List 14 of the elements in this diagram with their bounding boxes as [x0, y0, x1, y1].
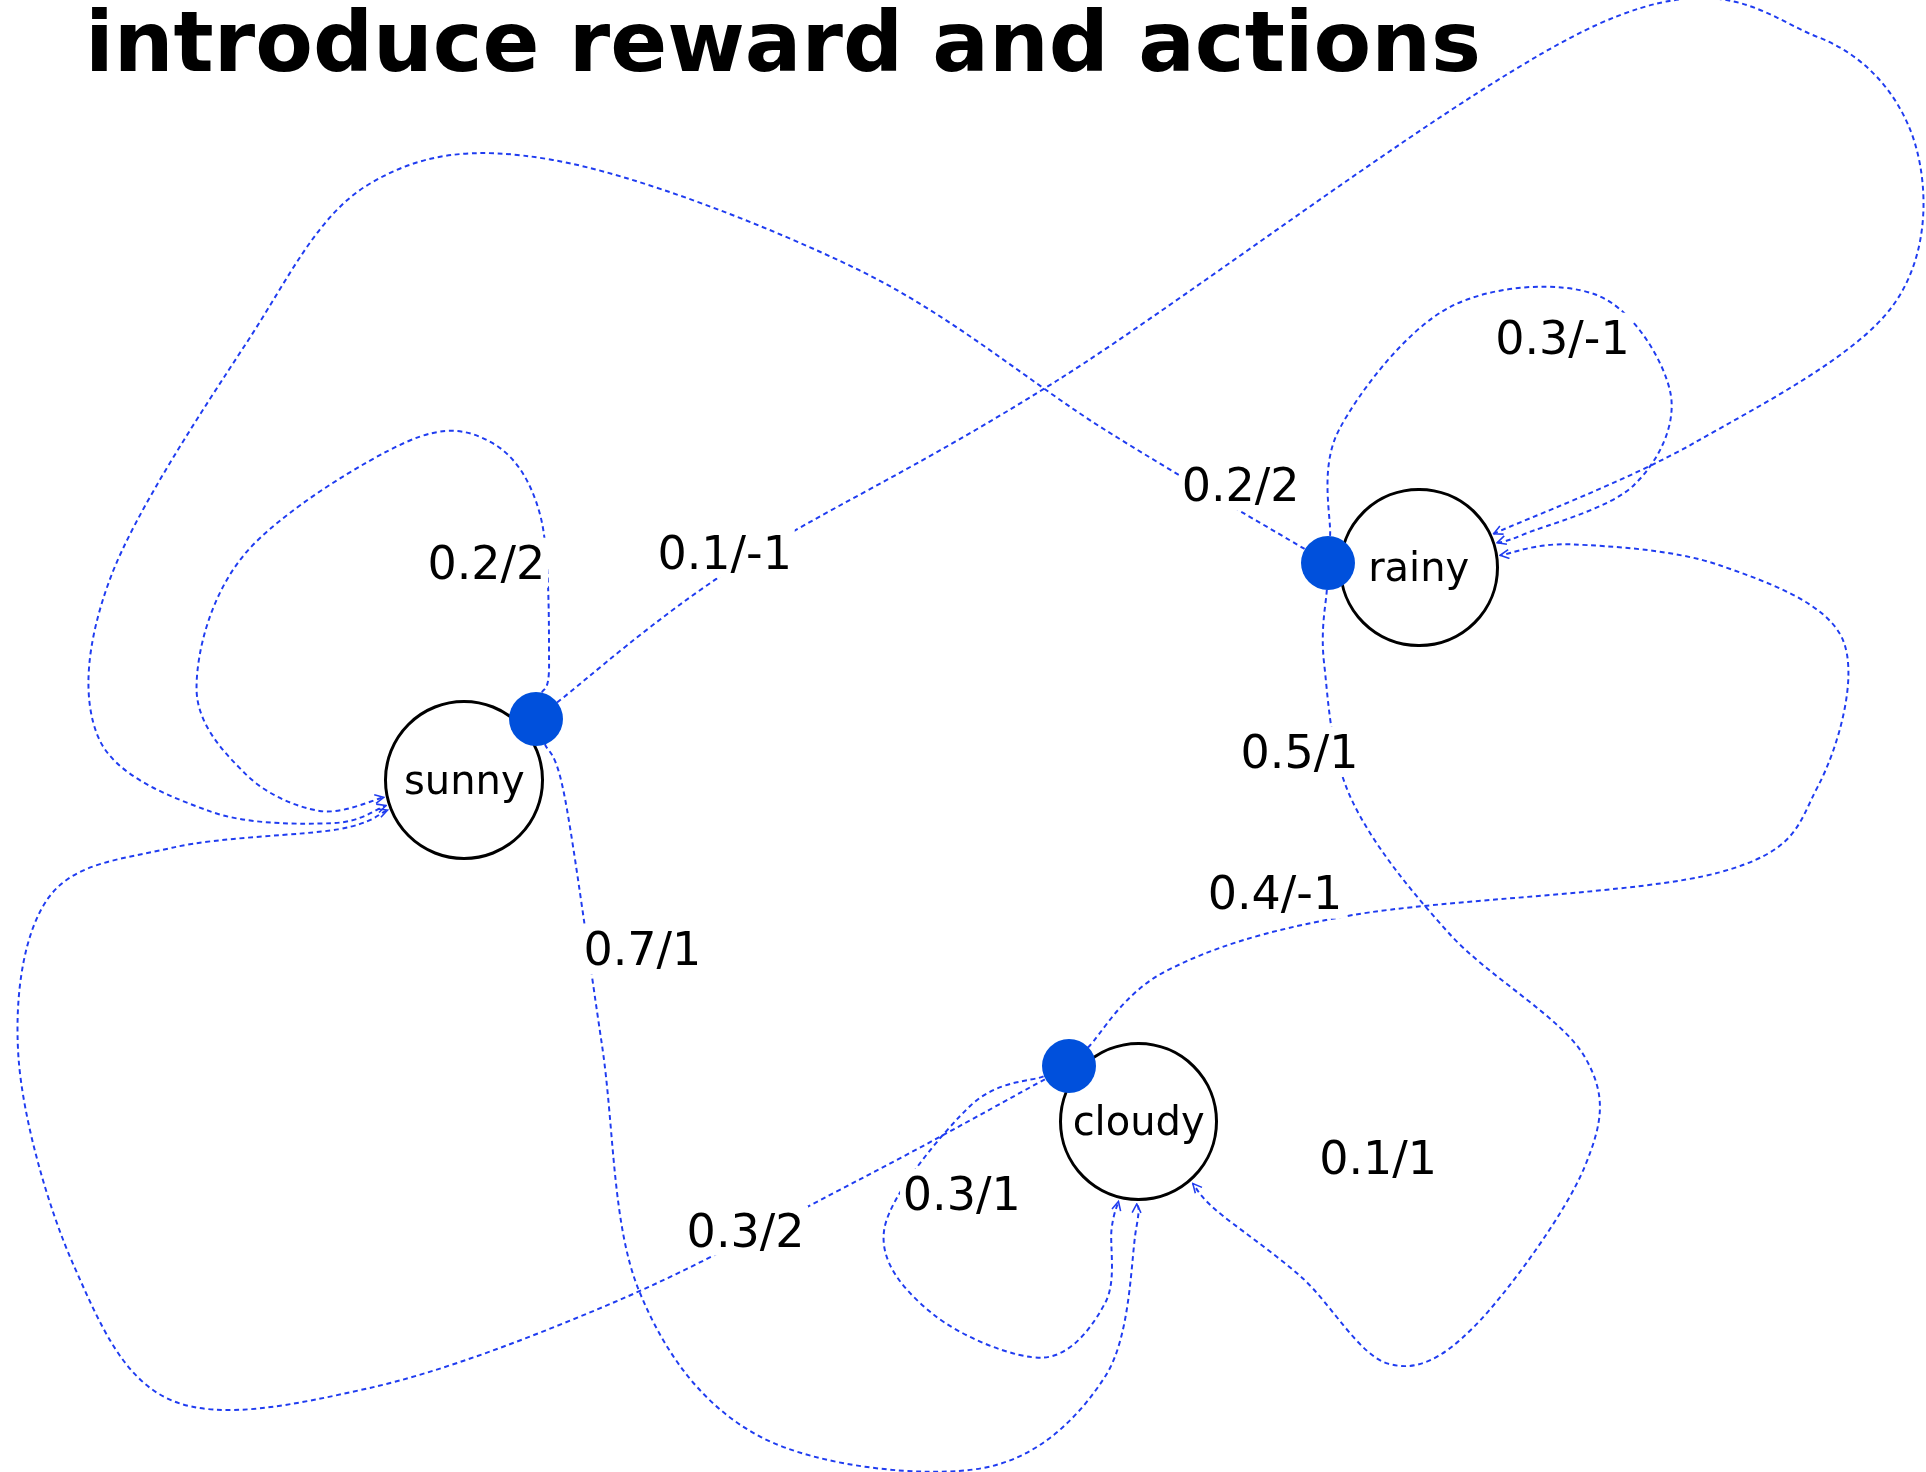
arrow	[16, 808, 1046, 1412]
state-circle: cloudy	[1058, 1041, 1219, 1202]
arrow	[1191, 588, 1601, 1368]
state-circle: sunny	[384, 700, 545, 860]
arrow	[195, 429, 551, 813]
arrow	[1326, 285, 1673, 546]
action-dot	[1041, 1039, 1096, 1094]
title: introduce reward and actions	[85, 0, 1482, 84]
action-dot	[1300, 535, 1355, 590]
arrow	[87, 152, 1306, 825]
arrow	[556, 0, 1925, 704]
arrow	[882, 1075, 1122, 1359]
arrow	[543, 743, 1143, 1472]
arrow	[1087, 543, 1850, 1049]
